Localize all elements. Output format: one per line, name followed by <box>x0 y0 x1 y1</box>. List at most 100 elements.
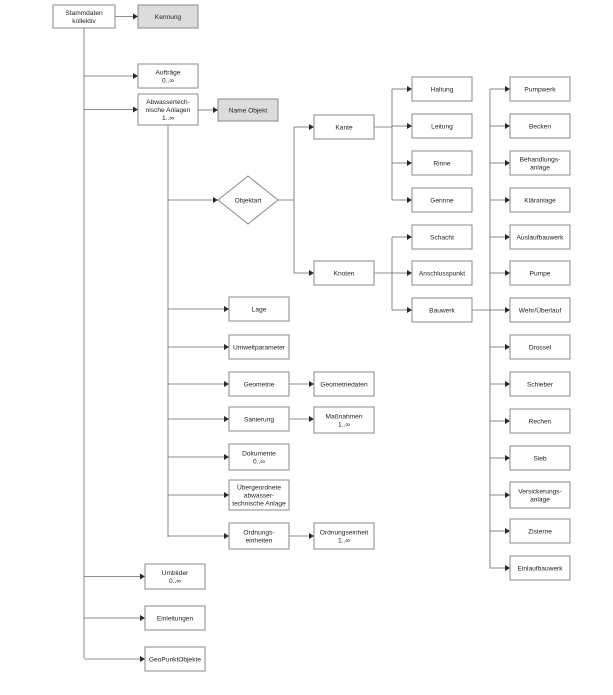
node-label: Gerinne <box>430 197 454 204</box>
node-label: Auslaufbauwerk <box>517 234 565 241</box>
node-label: Geometriedaten <box>320 381 368 388</box>
node-label: Bauwerk <box>429 307 455 314</box>
node-einlaufbauwerk: Einlaufbauwerk <box>509 555 571 581</box>
arrowhead <box>224 381 229 387</box>
node-geometrie: Geometrie <box>228 371 290 397</box>
node-label: Drossel <box>529 344 552 351</box>
arrowhead <box>133 13 138 20</box>
node-label: Wehr/Überlauf <box>519 306 562 314</box>
node-box <box>411 187 473 213</box>
node-box <box>137 93 199 126</box>
node-anschlusspunkt: Anschlusspunkt <box>411 260 473 286</box>
arrowhead <box>505 455 510 461</box>
node-box <box>52 4 116 29</box>
node-box <box>228 334 290 360</box>
node-umweltparameter: Umweltparameter <box>228 334 290 360</box>
node-label: 1..∞ <box>338 421 350 428</box>
node-box <box>509 260 571 286</box>
node-box <box>509 224 571 250</box>
arrowhead <box>224 306 229 312</box>
node-label: Einleitungen <box>157 615 194 622</box>
node-box <box>509 408 571 434</box>
node-sieb: Sieb <box>509 445 571 471</box>
arrowhead <box>505 197 510 203</box>
arrowhead <box>224 533 229 539</box>
arrowhead <box>407 307 412 313</box>
node-label: Rinne <box>433 160 451 167</box>
node-box <box>509 518 571 544</box>
arrowhead <box>407 160 412 166</box>
node-label: Sieb <box>533 455 547 462</box>
node-label: Sanierung <box>244 416 274 423</box>
node-label: Behandlungs- <box>520 156 561 163</box>
node-label: Ordnungseinheit <box>320 529 369 536</box>
node-box <box>313 371 375 397</box>
node-box <box>313 114 375 140</box>
node-drossel: Drossel <box>509 334 571 360</box>
arrowhead <box>133 106 138 113</box>
node-label: abwasser- <box>244 492 274 499</box>
node-label: Pumpe <box>530 270 551 277</box>
node-label: Einlaufbauwerk <box>517 565 563 572</box>
node-box <box>144 646 206 672</box>
node-box <box>509 113 571 139</box>
node-box <box>228 522 290 550</box>
node-objektart: Objektart <box>217 175 279 225</box>
node-box <box>509 187 571 213</box>
node-box <box>509 76 571 102</box>
node-label: Schacht <box>430 234 454 241</box>
node-kennung: Kennung <box>137 4 199 29</box>
node-kante: Kante <box>313 114 375 140</box>
node-label: Übergeordnete <box>237 483 281 491</box>
node-label: Becken <box>529 123 551 130</box>
arrowhead <box>224 344 229 350</box>
node-label: 0..∞ <box>253 458 265 465</box>
arrowhead <box>407 86 412 92</box>
node-box <box>509 555 571 581</box>
node-label: Dokumente <box>242 450 276 457</box>
node-label: Abwassertech- <box>146 99 190 106</box>
node-lage: Lage <box>228 296 290 322</box>
node-box <box>411 297 473 323</box>
node-box <box>313 260 375 286</box>
arrowhead <box>309 381 314 387</box>
node-label: Umweltparameter <box>233 344 286 351</box>
node-label: Lage <box>252 306 267 313</box>
node-knoten: Knoten <box>313 260 375 286</box>
arrowhead <box>309 416 314 422</box>
arrowhead <box>213 107 218 113</box>
arrowhead <box>407 197 412 203</box>
arrowhead <box>140 615 145 621</box>
node-label: 0..∞ <box>169 578 181 585</box>
node-label: GeoPunktObjekte <box>149 656 201 663</box>
arrowhead <box>505 381 510 387</box>
node-box <box>228 296 290 322</box>
node-box <box>509 481 571 509</box>
node-box <box>228 443 290 471</box>
node-label: Kante <box>335 124 353 131</box>
node-box <box>228 406 290 432</box>
node-label: Name Objekt <box>229 107 268 114</box>
node-label: Haltung <box>431 86 454 93</box>
node-label: Knoten <box>334 270 355 277</box>
node-label: Objektart <box>235 197 262 204</box>
arrowhead <box>309 124 314 130</box>
node-box <box>411 260 473 286</box>
arrowhead <box>309 270 314 276</box>
arrowhead <box>140 573 145 580</box>
node-box <box>509 334 571 360</box>
node-box <box>509 371 571 397</box>
node-label: kollektiv <box>72 18 96 25</box>
node-rechen: Rechen <box>509 408 571 434</box>
arrowhead <box>224 454 229 460</box>
node-label: Leitung <box>431 123 453 130</box>
node-name-objekt: Name Objekt <box>217 98 279 122</box>
arrowhead <box>505 528 510 534</box>
arrowhead <box>407 123 412 129</box>
arrowhead <box>133 73 138 79</box>
